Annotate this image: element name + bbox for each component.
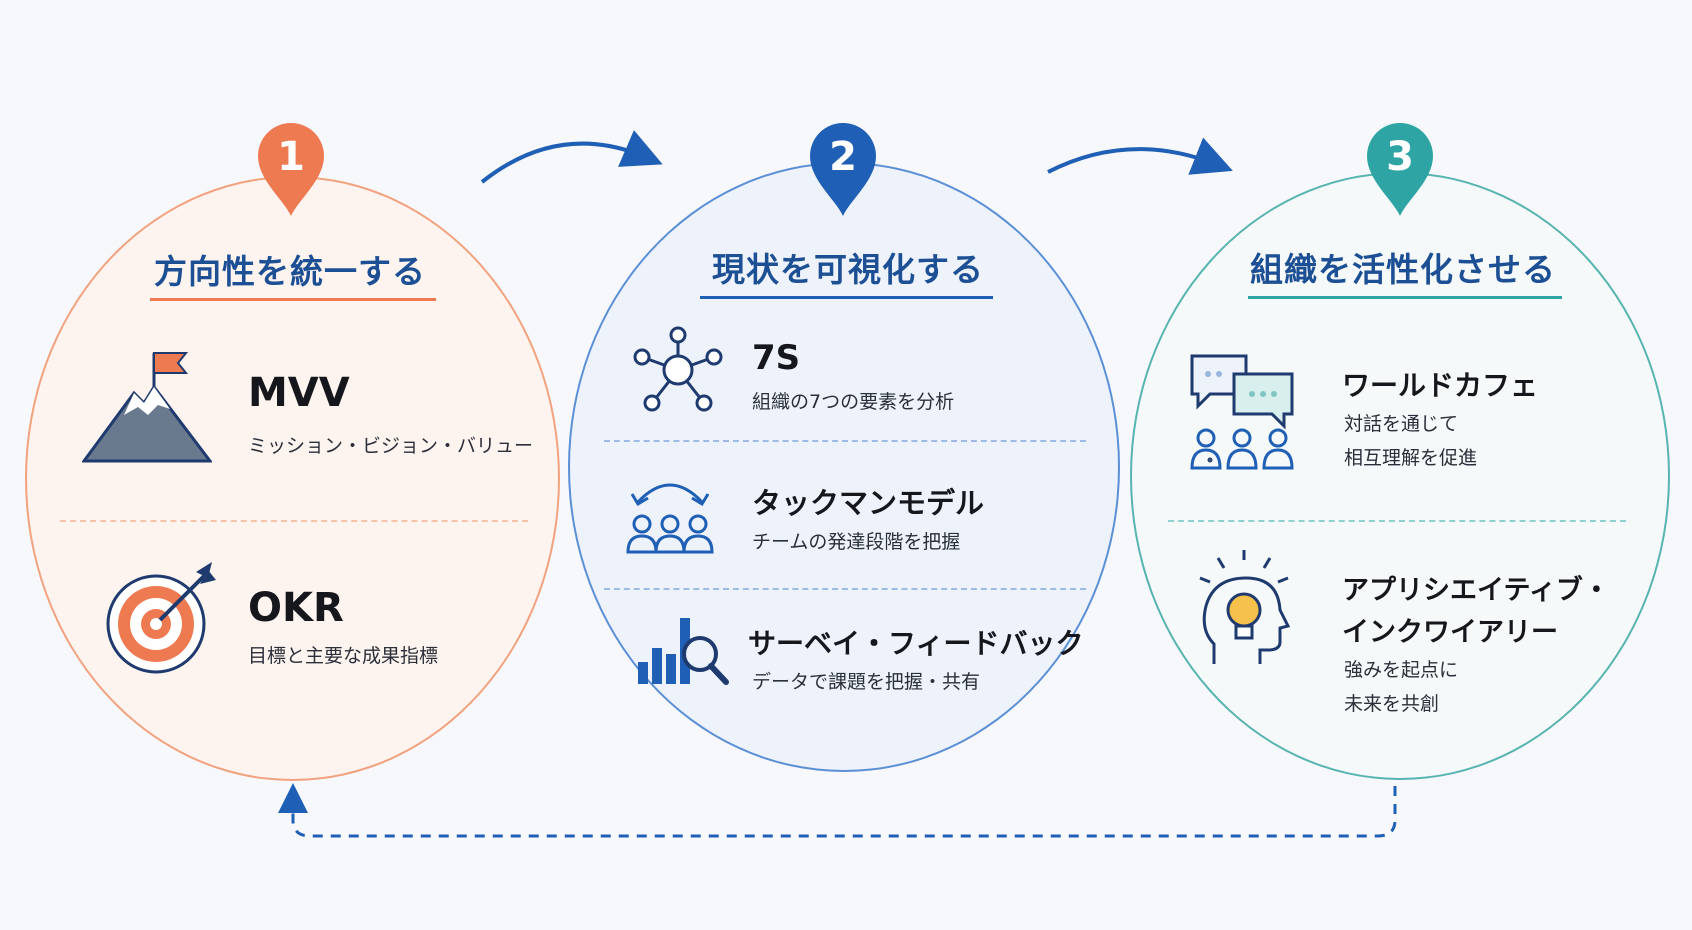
pin-marker-icon <box>810 123 876 216</box>
world-cafe-desc-line-2: 相互理解を促進 <box>1344 447 1478 469</box>
arrow-2-to-3 <box>1047 137 1233 175</box>
okr-desc: 目標と主要な成果指標 <box>248 645 439 667</box>
arrow-1-to-2 <box>480 130 663 184</box>
stage-3-title: 組織を活性化させる <box>1250 250 1556 289</box>
stage-1-circle <box>25 176 560 781</box>
pin-marker-icon <box>1367 123 1433 216</box>
stage-3-number: 3 <box>1386 134 1414 180</box>
stage-2-divider-2 <box>604 588 1086 590</box>
lightbulb-head-icon <box>1199 550 1291 664</box>
stage-2-number: 2 <box>829 134 857 180</box>
mvv-desc: ミッション・ビジョン・バリュー <box>248 435 534 457</box>
ai-title-line-2: インクワイアリー <box>1342 617 1558 648</box>
stage-3-pin: 3 <box>1365 122 1435 218</box>
stage-2-pin: 2 <box>808 122 878 218</box>
stage-3-circle <box>1130 172 1670 780</box>
world-cafe-title: ワールドカフェ <box>1342 369 1539 402</box>
target-arrow-icon <box>106 562 216 674</box>
okr-title: OKR <box>248 585 344 631</box>
ai-desc-line-1: 強みを起点に <box>1344 659 1459 681</box>
survey-title: サーベイ・フィードバック <box>748 627 1084 660</box>
stage-2-title: 現状を可視化する <box>712 250 984 289</box>
tuckman-desc: チームの発達段階を把握 <box>752 531 961 553</box>
stage-1-pin: 1 <box>256 122 326 218</box>
stage-2-divider-1 <box>604 440 1086 442</box>
chat-people-icon <box>1190 354 1294 470</box>
team-cycle-icon <box>626 483 714 554</box>
ai-title-line-1: アプリシエイティブ・ <box>1342 575 1610 606</box>
stage-1-number: 1 <box>277 134 305 180</box>
survey-desc: データで課題を把握・共有 <box>752 671 981 693</box>
ai-desc-line-2: 未来を共創 <box>1344 693 1440 715</box>
chart-magnifier-icon <box>638 618 729 685</box>
stage-3-underline <box>1248 296 1562 299</box>
stage-3-divider <box>1168 520 1626 522</box>
network-nodes-icon <box>633 326 723 412</box>
mvv-title: MVV <box>248 370 350 416</box>
return-arrow <box>278 783 1397 838</box>
stage-2-underline <box>700 296 993 299</box>
7s-title: 7S <box>752 338 801 378</box>
stage-1-title: 方向性を統一する <box>154 252 426 291</box>
world-cafe-desc-line-1: 対話を通じて <box>1344 413 1459 435</box>
pin-marker-icon <box>258 123 324 216</box>
7s-desc: 組織の7つの要素を分析 <box>752 391 955 413</box>
stage-1-underline <box>150 298 436 301</box>
tuckman-title: タックマンモデル <box>752 486 985 520</box>
stage-1-divider <box>60 520 528 522</box>
mountain-flag-icon <box>82 352 212 463</box>
